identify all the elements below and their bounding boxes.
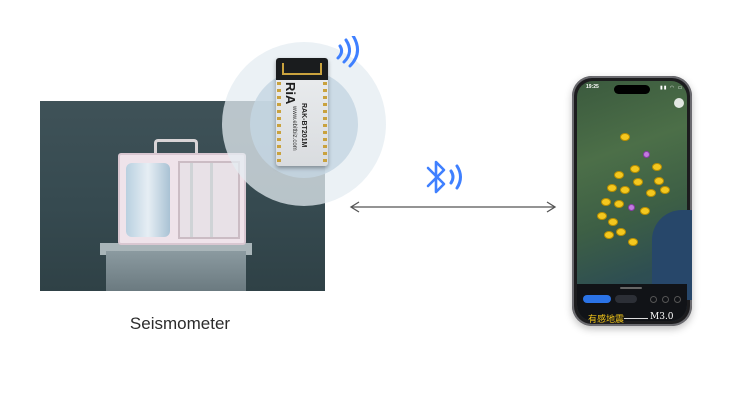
module-antenna [276, 58, 328, 80]
seismometer-caption: Seismometer [129, 314, 231, 333]
quake-marker[interactable] [652, 163, 662, 171]
support-rod [190, 163, 193, 237]
recording-drum [126, 163, 170, 237]
quake-marker[interactable] [628, 238, 638, 246]
quake-marker[interactable] [597, 212, 607, 220]
wireless-signal-icon [336, 36, 359, 68]
felt-earthquake-label: 有感地震 [588, 314, 625, 324]
module-pins-right [323, 82, 327, 162]
module-model-text: RAK-BT201M [300, 103, 307, 148]
dynamic-island [614, 85, 650, 94]
module-logo: RiA [283, 82, 298, 105]
sheet-filter-tab[interactable] [615, 295, 637, 303]
quake-marker[interactable] [646, 189, 656, 197]
quake-marker[interactable] [604, 231, 614, 239]
quake-marker[interactable] [654, 177, 664, 185]
map-locate-button[interactable] [674, 98, 684, 108]
quake-marker-highlight[interactable] [643, 151, 650, 158]
quake-marker[interactable] [640, 207, 650, 215]
quake-marker[interactable] [620, 186, 630, 194]
status-time: 19:25 [586, 84, 599, 90]
sheet-option-icon[interactable] [650, 296, 657, 303]
quake-marker[interactable] [607, 184, 617, 192]
module-pins-left [277, 82, 281, 162]
status-icons: ▮▮ ◠ ▭ [660, 85, 684, 91]
quake-marker[interactable] [608, 218, 618, 226]
quake-marker[interactable] [614, 200, 624, 208]
quake-marker[interactable] [601, 198, 611, 206]
pedestal [106, 251, 246, 291]
module-website-text: www.ebitbiz.com [291, 106, 297, 151]
bluetooth-module [276, 58, 328, 166]
sheet-drag-handle[interactable] [620, 287, 642, 289]
home-indicator [624, 318, 648, 319]
quake-marker[interactable] [614, 171, 624, 179]
sheet-option-icon[interactable] [674, 296, 681, 303]
mechanism-window [178, 161, 240, 239]
bluetooth-icon [426, 160, 462, 194]
quake-marker[interactable] [616, 228, 626, 236]
quake-marker-highlight[interactable] [628, 204, 635, 211]
sheet-option-icon[interactable] [662, 296, 669, 303]
magnitude-label: M3.0 [650, 312, 674, 322]
support-rod [210, 163, 213, 237]
quake-marker[interactable] [630, 165, 640, 173]
quake-marker[interactable] [633, 178, 643, 186]
quake-marker[interactable] [660, 186, 670, 194]
case-handle [154, 139, 198, 155]
sheet-filter-tab-active[interactable] [583, 295, 611, 303]
bidirectional-arrow-icon [349, 201, 557, 213]
quake-marker[interactable] [620, 133, 630, 141]
